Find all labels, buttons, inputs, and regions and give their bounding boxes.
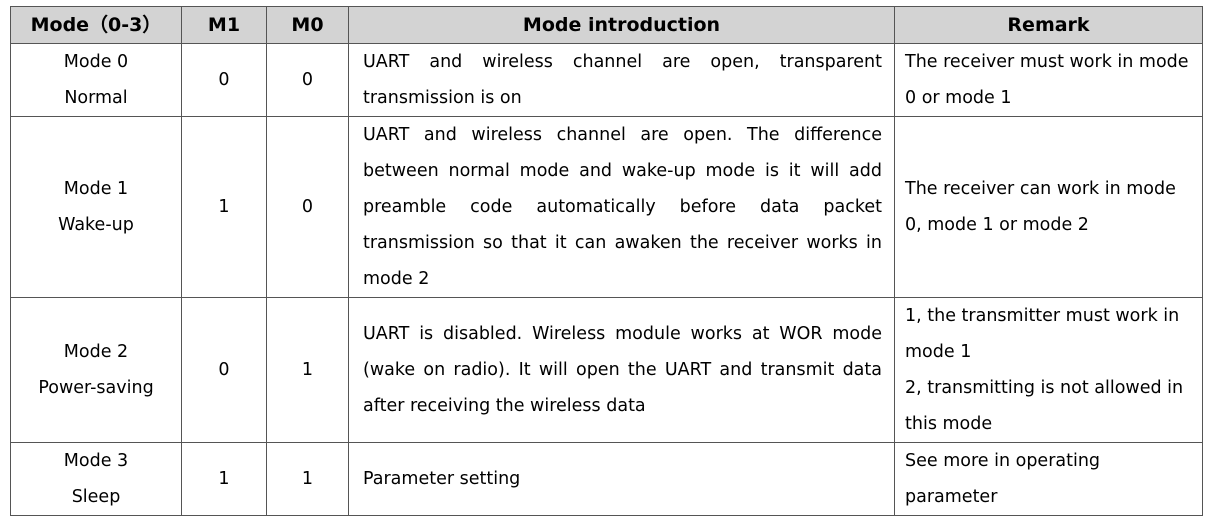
intro-cell: Parameter setting xyxy=(348,442,895,516)
m0-cell: 0 xyxy=(266,43,349,117)
remark-line: 2, transmitting is not allowed in this m… xyxy=(905,378,1184,434)
m1-cell: 1 xyxy=(181,442,267,516)
header-row: Mode（0-3） M1 M0 Mode introduction Remark xyxy=(10,6,1203,44)
table-row-mode-2: Mode 2 Power-saving 0 1 UART is disabled… xyxy=(10,297,1203,443)
table-row-mode-3: Mode 3 Sleep 1 1 Parameter setting See m… xyxy=(10,442,1203,516)
mode-table-container: Mode（0-3） M1 M0 Mode introduction Remark… xyxy=(10,6,1203,516)
mode-name: Power-saving xyxy=(38,378,154,398)
m1-cell: 0 xyxy=(181,43,267,117)
intro-cell: UART is disabled. Wireless module works … xyxy=(348,297,895,443)
table-row-mode-0: Mode 0 Normal 0 0 UART and wireless chan… xyxy=(10,43,1203,117)
mode-cell: Mode 3 Sleep xyxy=(10,442,182,516)
mode-cell: Mode 0 Normal xyxy=(10,43,182,117)
header-m1: M1 xyxy=(181,6,267,44)
intro-text: Parameter setting xyxy=(363,469,521,489)
mode-label: Mode 3 xyxy=(63,451,129,471)
m0-cell: 1 xyxy=(266,442,349,516)
intro-text: UART and wireless channel are open. The … xyxy=(363,125,882,289)
remark-line: 1, the transmitter must work in mode 1 xyxy=(905,306,1180,362)
mode-table: Mode（0-3） M1 M0 Mode introduction Remark… xyxy=(10,6,1203,516)
m1-cell: 1 xyxy=(181,116,267,298)
m0-cell: 1 xyxy=(266,297,349,443)
mode-label: Mode 0 xyxy=(63,52,129,72)
mode-label: Mode 1 xyxy=(63,179,129,199)
remark-cell: The receiver can work in mode 0, mode 1 … xyxy=(894,116,1203,298)
remark-cell: 1, the transmitter must work in mode 1 2… xyxy=(894,297,1203,443)
mode-name: Wake-up xyxy=(58,215,134,235)
header-remark: Remark xyxy=(894,6,1203,44)
mode-name: Sleep xyxy=(71,487,121,507)
header-m0: M0 xyxy=(266,6,349,44)
mode-cell: Mode 2 Power-saving xyxy=(10,297,182,443)
header-mode: Mode（0-3） xyxy=(10,6,182,44)
table-row-mode-1: Mode 1 Wake-up 1 0 UART and wireless cha… xyxy=(10,116,1203,298)
intro-cell: UART and wireless channel are open. The … xyxy=(348,116,895,298)
intro-cell: UART and wireless channel are open, tran… xyxy=(348,43,895,117)
intro-text: UART and wireless channel are open, tran… xyxy=(363,52,882,108)
remark-cell: The receiver must work in mode 0 or mode… xyxy=(894,43,1203,117)
header-mode-introduction: Mode introduction xyxy=(348,6,895,44)
m1-cell: 0 xyxy=(181,297,267,443)
mode-name: Normal xyxy=(64,88,128,108)
mode-cell: Mode 1 Wake-up xyxy=(10,116,182,298)
intro-text: UART is disabled. Wireless module works … xyxy=(363,324,882,416)
m0-cell: 0 xyxy=(266,116,349,298)
mode-label: Mode 2 xyxy=(63,342,129,362)
remark-cell: See more in operating parameter xyxy=(894,442,1203,516)
